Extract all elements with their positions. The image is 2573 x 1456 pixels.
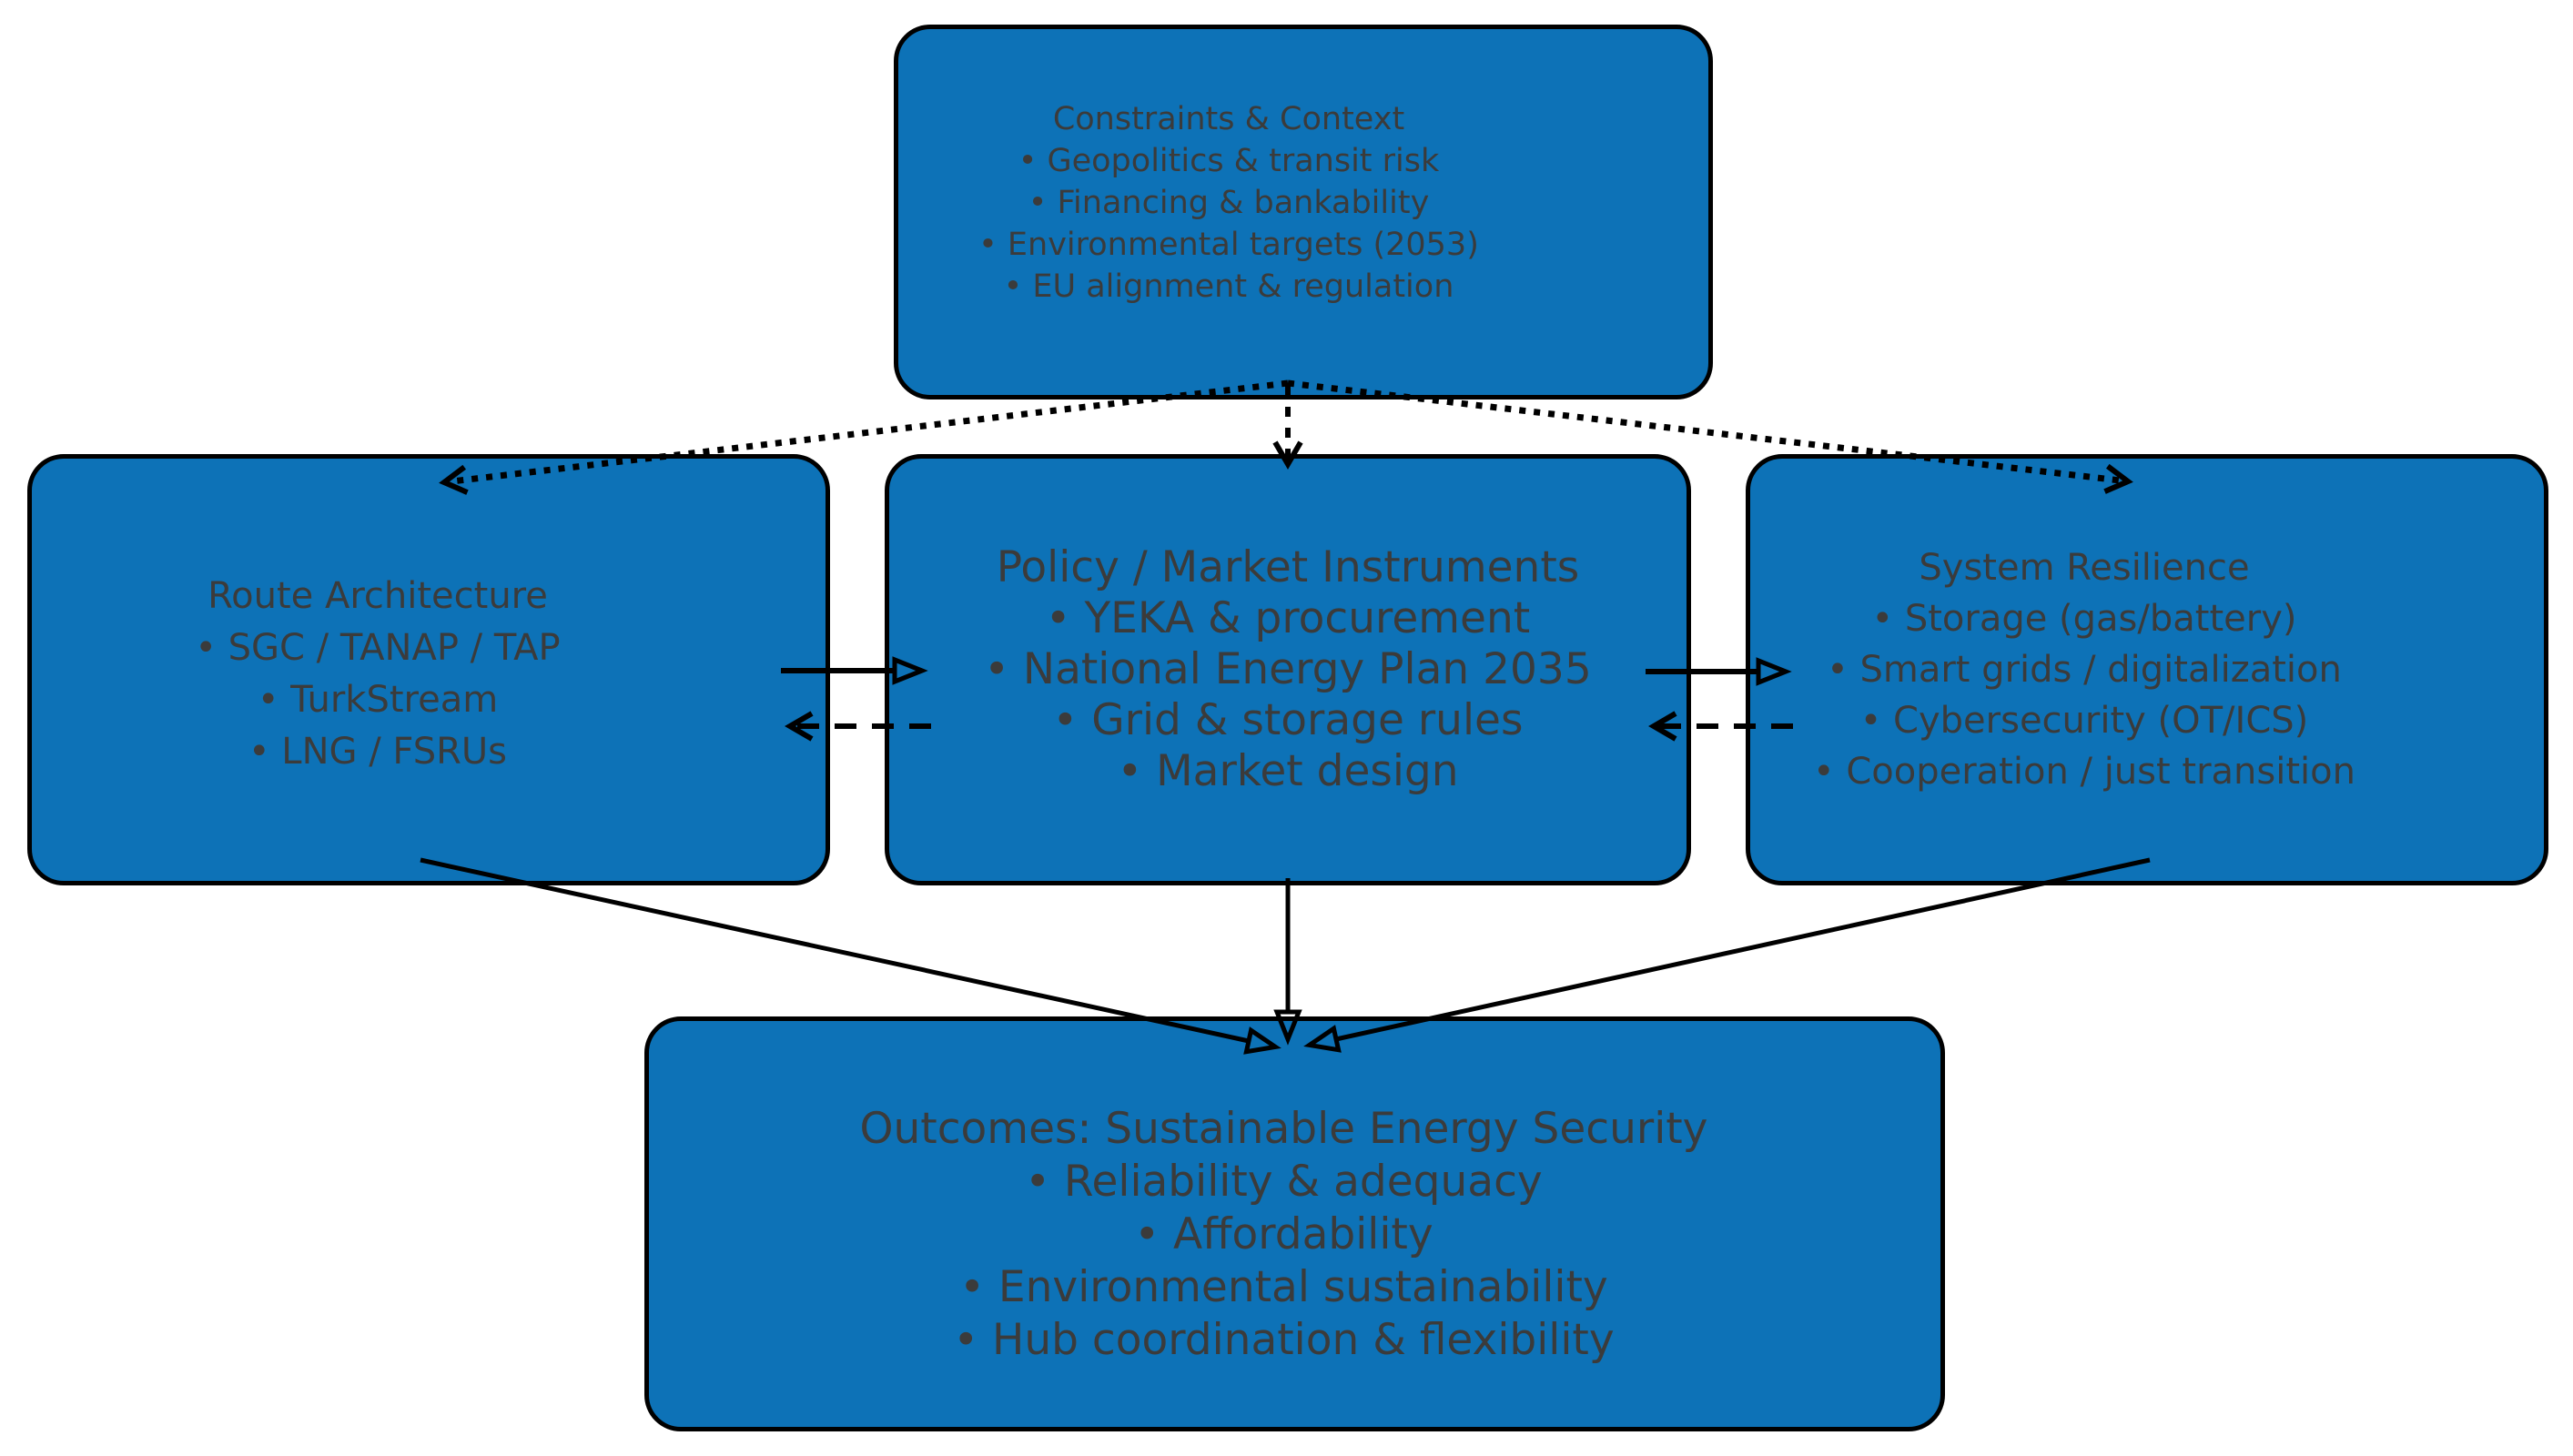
box-title: Policy / Market Instruments [996, 542, 1580, 592]
box-title: System Resilience [1919, 547, 2250, 589]
box-outcomes-sustainable-energy-security: Outcomes: Sustainable Energy Security • … [644, 1016, 1945, 1431]
box-title: Constraints & Context [1052, 101, 1405, 137]
box-system-resilience: System Resilience • Storage (gas/battery… [1746, 454, 2548, 885]
box-policy-market-instruments: Policy / Market Instruments • YEKA & pro… [885, 454, 1691, 885]
box-title: Outcomes: Sustainable Energy Security [859, 1104, 1708, 1154]
bullet-item: • Cybersecurity (OT/ICS) [1859, 700, 2309, 742]
bullet-item: • Financing & bankability [1028, 185, 1430, 221]
bullet-item: • EU alignment & regulation [1003, 268, 1454, 305]
bullet-item: • TurkStream [257, 679, 499, 721]
box-title: Route Architecture [208, 575, 548, 617]
arrow-route-to-outcomes [420, 857, 1281, 1055]
box-route-architecture: Route Architecture • SGC / TANAP / TAP •… [27, 454, 830, 885]
bullet-item: • Grid & storage rules [1052, 695, 1524, 745]
bullet-item: • National Energy Plan 2035 [984, 644, 1592, 694]
bullet-item: • Market design [1117, 746, 1459, 796]
box-constraints-context: Constraints & Context • Geopolitics & tr… [894, 25, 1713, 399]
arrow-resilience-to-outcomes [1303, 857, 2151, 1053]
bullet-item: • Environmental sustainability [959, 1262, 1608, 1312]
bullet-item: • Hub coordination & flexibility [953, 1315, 1615, 1365]
bullet-item: • Cooperation / just transition [1813, 751, 2355, 793]
bullet-item: • Reliability & adequacy [1025, 1157, 1543, 1207]
bullet-item: • Geopolitics & transit risk [1018, 143, 1440, 179]
bullet-item: • LNG / FSRUs [248, 731, 508, 773]
bullet-item: • Smart grids / digitalization [1827, 649, 2342, 691]
bullet-item: • Environmental targets (2053) [978, 227, 1479, 263]
bullet-item: • Affordability [1134, 1209, 1433, 1259]
bullet-item: • YEKA & procurement [1045, 593, 1531, 643]
bullet-item: • SGC / TANAP / TAP [195, 627, 561, 669]
bullet-item: • Storage (gas/battery) [1871, 598, 2297, 640]
